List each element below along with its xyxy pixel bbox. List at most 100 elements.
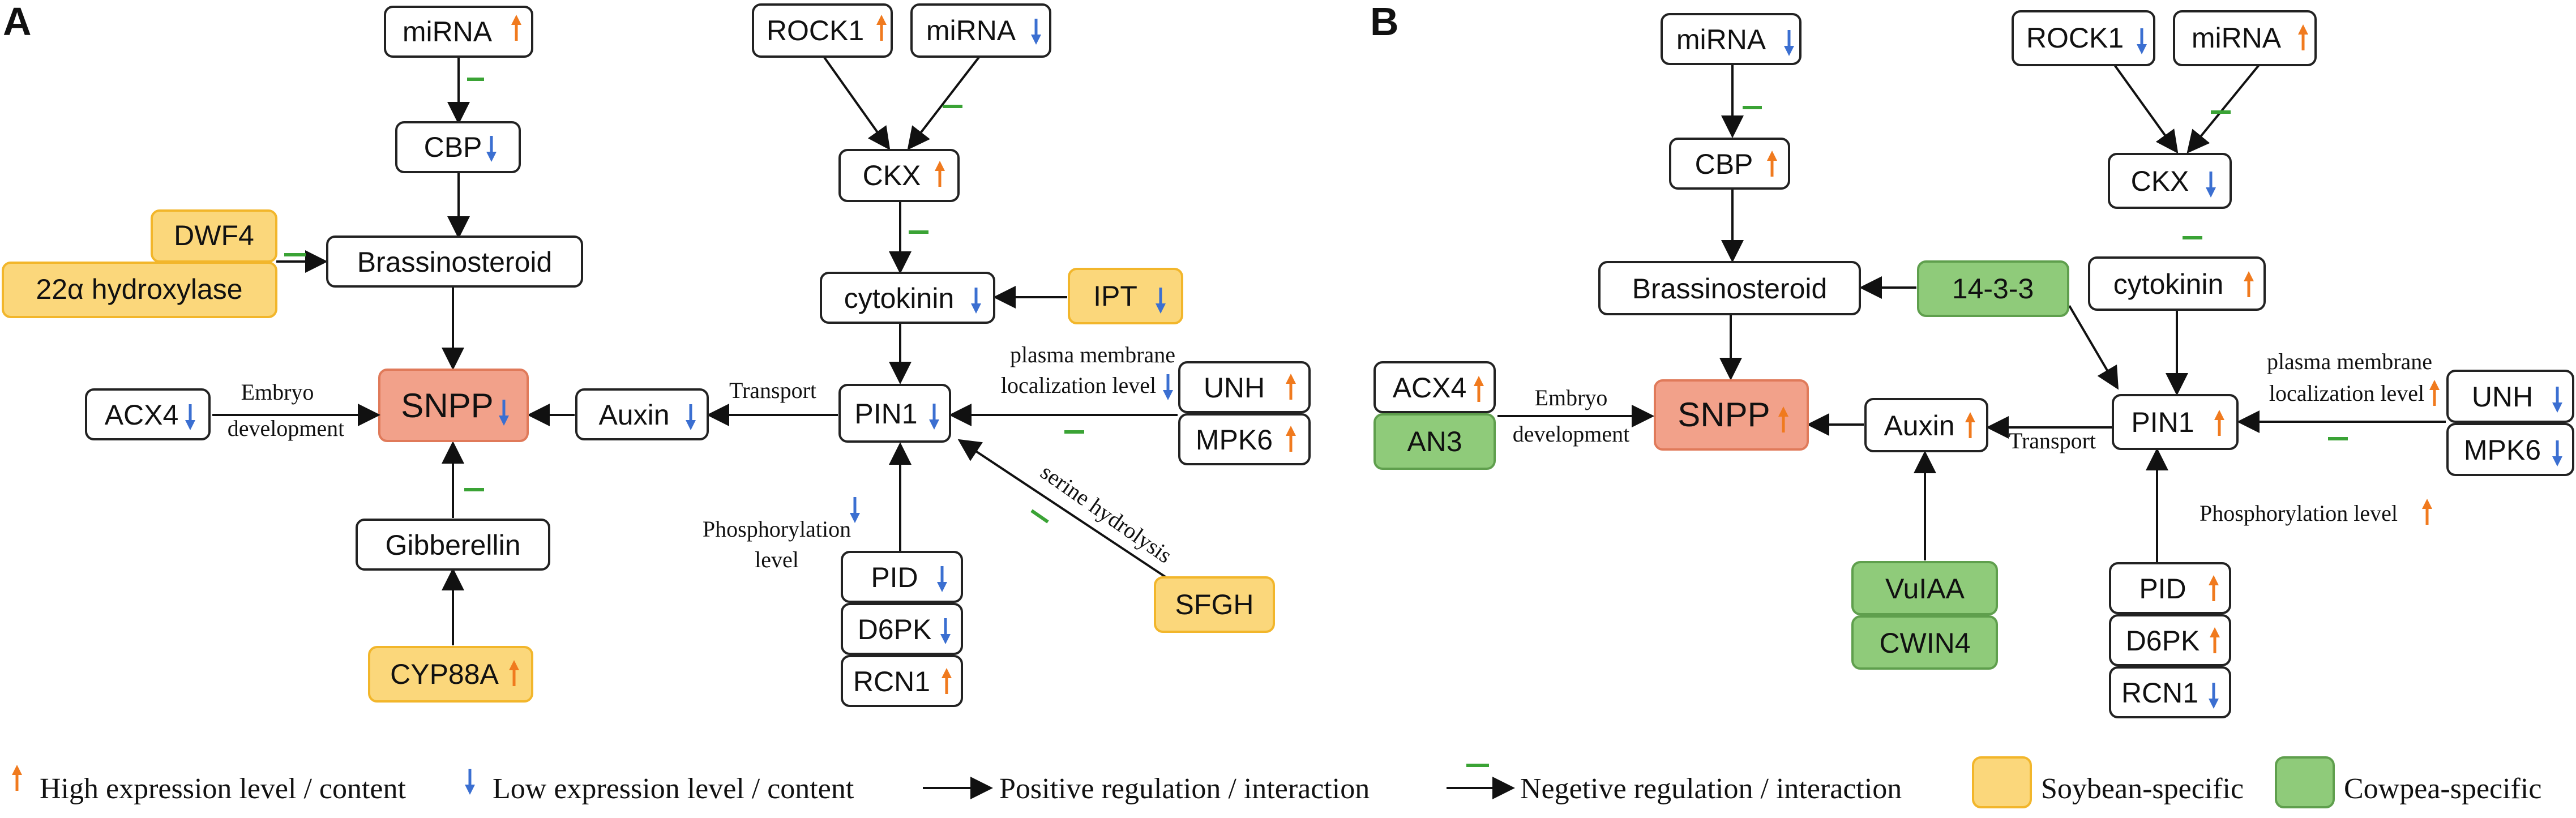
svg-text:development: development: [228, 416, 345, 441]
legend-high: High expression level / content: [12, 765, 406, 805]
up-arrow-icon: [12, 765, 22, 791]
svg-text:MPK6: MPK6: [2464, 434, 2541, 466]
svg-text:Auxin: Auxin: [598, 399, 669, 431]
svg-text:CWIN4: CWIN4: [1879, 627, 1970, 659]
node-mirna-top-b: miRNA: [1661, 13, 1802, 65]
edge-mirna-ckx-b: [2186, 64, 2260, 154]
node-cytokinin-b: cytokinin: [2088, 256, 2266, 311]
svg-text:plasma membrane: plasma membrane: [2267, 349, 2432, 374]
svg-text:miRNA: miRNA: [403, 16, 493, 48]
node-d6pk-b: D6PK: [2109, 614, 2231, 666]
panel-a-negative-marks: [284, 78, 1084, 524]
svg-text:miRNA: miRNA: [926, 15, 1016, 46]
node-cwin4-b: CWIN4: [1851, 615, 1998, 670]
node-cyp88a-a: CYP88A: [368, 646, 533, 703]
svg-text:CBP: CBP: [424, 131, 482, 163]
edge-rock1-ckx: [823, 55, 891, 151]
svg-text:ACX4: ACX4: [105, 399, 179, 431]
cowpea-swatch: [2275, 756, 2335, 808]
svg-text:RCN1: RCN1: [2121, 677, 2198, 709]
svg-text:PID: PID: [2139, 573, 2186, 605]
svg-text:VuIAA: VuIAA: [1885, 573, 1965, 605]
down-arrow-icon: [1163, 374, 1173, 400]
panel-b-annotations: Embryo development Transport plasma memb…: [1497, 349, 2440, 526]
node-mpk6-a: MPK6: [1178, 413, 1311, 465]
node-vulaa-b: VuIAA: [1851, 561, 1998, 615]
node-snpp-a: SNPP: [378, 369, 529, 442]
svg-text:Transport: Transport: [2009, 428, 2096, 453]
node-d6pk-a: D6PK: [841, 603, 963, 655]
svg-text:Embryo: Embryo: [241, 379, 314, 405]
svg-text:CKX: CKX: [2131, 165, 2189, 197]
svg-text:level: level: [755, 547, 799, 572]
svg-text:miRNA: miRNA: [2192, 22, 2282, 54]
svg-text:Phosphorylation: Phosphorylation: [703, 516, 851, 542]
panel-a-edges: [276, 55, 1178, 645]
svg-text:High expression level / conten: High expression level / content: [40, 773, 406, 805]
node-snpp-b: SNPP: [1654, 379, 1809, 451]
svg-text:D6PK: D6PK: [858, 614, 932, 645]
down-arrow-icon: [850, 497, 860, 523]
svg-text:Brassinosteroid: Brassinosteroid: [357, 246, 553, 278]
svg-text:Cowpea-specific: Cowpea-specific: [2344, 773, 2541, 805]
svg-text:CKX: CKX: [863, 160, 921, 191]
svg-text:MPK6: MPK6: [1196, 424, 1273, 456]
svg-text:serine hydrolysis: serine hydrolysis: [1036, 459, 1177, 568]
svg-text:Transport: Transport: [729, 378, 816, 403]
legend-positive: Positive regulation / interaction: [923, 773, 1370, 805]
svg-text:D6PK: D6PK: [2126, 625, 2200, 657]
soybean-swatch: [1972, 756, 2032, 808]
svg-text:ROCK1: ROCK1: [2026, 22, 2124, 54]
svg-text:SNPP: SNPP: [401, 387, 493, 425]
node-unh-b: UNH: [2446, 370, 2574, 423]
panel-b-negative-marks: [1743, 106, 2348, 440]
svg-text:Auxin: Auxin: [1884, 410, 1954, 442]
legend-negative: Negetive regulation / interaction: [1447, 764, 1902, 805]
node-auxin-b: Auxin: [1864, 398, 1988, 452]
svg-text:ACX4: ACX4: [1393, 372, 1467, 404]
svg-text:localization level: localization level: [1001, 372, 1156, 398]
svg-text:Embryo: Embryo: [1535, 385, 1608, 410]
node-acx4-b: ACX4: [1373, 361, 1496, 413]
node-ipt-a: IPT: [1068, 268, 1183, 324]
svg-text:Negetive regulation / interact: Negetive regulation / interaction: [1520, 773, 1902, 805]
legend: High expression level / content Low expr…: [12, 756, 2541, 808]
svg-text:plasma membrane: plasma membrane: [1010, 342, 1175, 367]
svg-text:UNH: UNH: [2472, 381, 2533, 413]
panel-a-label: A: [3, 0, 32, 44]
node-gibberellin-a: Gibberellin: [356, 519, 550, 571]
svg-text:Phosphorylation level: Phosphorylation level: [2200, 500, 2398, 526]
node-rock1-a: ROCK1: [752, 3, 893, 58]
node-brassinosteroid-a: Brassinosteroid: [326, 235, 583, 288]
edge-mirna-ckx: [907, 55, 981, 151]
svg-text:cytokinin: cytokinin: [2113, 268, 2224, 300]
svg-text:miRNA: miRNA: [1676, 24, 1766, 55]
svg-text:SFGH: SFGH: [1175, 589, 1254, 620]
svg-text:PIN1: PIN1: [854, 398, 917, 430]
svg-text:RCN1: RCN1: [853, 666, 930, 697]
node-rcn1-b: RCN1: [2109, 666, 2231, 718]
node-1433-b: 14-3-3: [1917, 260, 2069, 317]
node-cbp-a: CBP: [395, 121, 521, 173]
node-acx4-a: ACX4: [85, 388, 211, 440]
svg-text:localization level: localization level: [2269, 380, 2424, 406]
legend-low: Low expression level / content: [465, 769, 854, 805]
node-rock1-b: ROCK1: [2012, 10, 2155, 66]
svg-text:IPT: IPT: [1093, 280, 1137, 312]
node-ckx-b: CKX: [2108, 153, 2232, 209]
svg-text:Brassinosteroid: Brassinosteroid: [1632, 273, 1828, 305]
up-arrow-icon: [2429, 380, 2440, 406]
svg-text:22α hydroxylase: 22α hydroxylase: [36, 273, 242, 305]
svg-text:PIN1: PIN1: [2131, 406, 2194, 438]
svg-text:UNH: UNH: [1204, 372, 1265, 404]
svg-text:development: development: [1513, 421, 1630, 447]
svg-text:Gibberellin: Gibberellin: [385, 529, 520, 561]
node-an3-b: AN3: [1373, 413, 1496, 470]
svg-text:Soybean-specific: Soybean-specific: [2041, 773, 2244, 805]
node-rcn1-a: RCN1: [841, 655, 963, 707]
node-mirna-right-a: miRNA: [910, 3, 1051, 58]
legend-cowpea: Cowpea-specific: [2275, 756, 2541, 808]
node-pin1-a: PIN1: [838, 384, 951, 443]
svg-text:AN3: AN3: [1407, 426, 1462, 457]
svg-text:Low expression level / content: Low expression level / content: [493, 773, 854, 805]
